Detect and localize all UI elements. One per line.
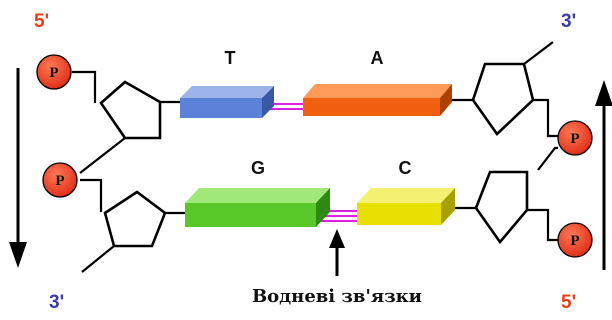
svg-text:P: P <box>570 131 579 147</box>
base-label-t: T <box>225 48 236 68</box>
svg-text:P: P <box>55 173 64 189</box>
svg-text:P: P <box>570 233 579 249</box>
hydrogen-bonds-caption: Водневі зв'язки <box>252 286 422 307</box>
base-label-g: G <box>251 158 265 178</box>
left-strand-arrow <box>9 68 27 268</box>
sugar-pentagon-bottom-left <box>103 190 167 248</box>
phosphate-top-left: P <box>36 54 72 90</box>
hydrogen-bond-pointer-arrow <box>329 229 345 276</box>
right-top-end-label: 3' <box>561 11 576 32</box>
right-bottom-end-label: 5' <box>561 292 576 313</box>
phosphate-middle-left: P <box>42 162 78 198</box>
svg-text:P: P <box>49 65 58 81</box>
right-backbone-bonds <box>452 41 560 242</box>
left-bottom-end-label: 3' <box>49 292 64 313</box>
right-strand-arrow <box>595 80 612 270</box>
base-guanine-block <box>185 188 330 227</box>
left-backbone-bonds <box>72 70 185 273</box>
base-cytosine-block <box>357 188 455 225</box>
sugar-pentagon-top-right <box>471 62 535 136</box>
sugar-pentagon-bottom-right <box>474 170 529 245</box>
phosphate-bottom-right: P <box>557 222 593 258</box>
base-label-c: C <box>399 158 412 178</box>
left-top-end-label: 5' <box>34 11 49 32</box>
base-adenine-block <box>303 84 452 116</box>
sugar-pentagon-top-left <box>99 80 162 140</box>
phosphate-middle-right: P <box>557 120 593 156</box>
base-label-a: A <box>371 48 384 68</box>
base-thymine-block <box>180 86 274 118</box>
